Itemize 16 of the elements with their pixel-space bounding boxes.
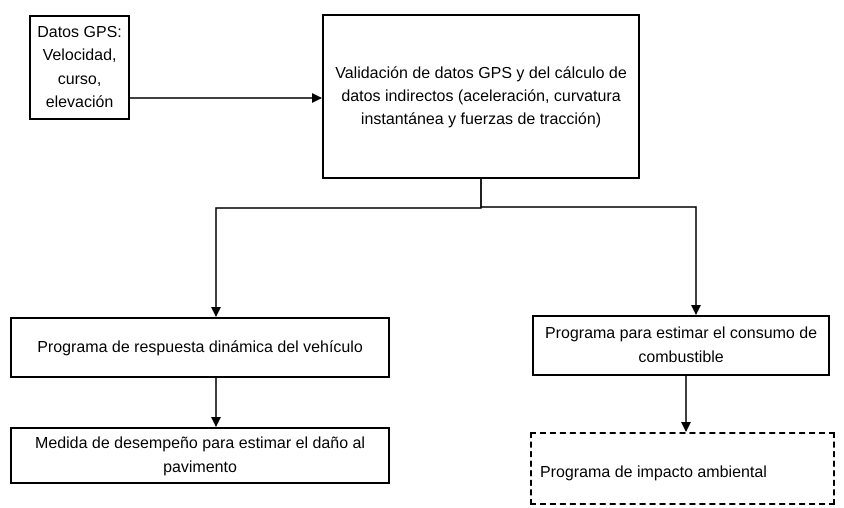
- box-text: Medida de desempeño para estimar el daño al pavimento: [34, 434, 366, 478]
- arrow: [681, 376, 691, 432]
- box-text: Validación de datos GPS y del cálculo de datos indirectos (aceleración, curvatura instantánea y fuerzas de tracción): [334, 64, 628, 130]
- process-box: [10, 317, 390, 378]
- arrow: [211, 378, 221, 427]
- process-box: [10, 427, 390, 484]
- box-text: Programa de respuesta dinámica del vehículo: [37, 338, 363, 358]
- process-box: [532, 315, 830, 376]
- process-box: [29, 15, 130, 120]
- box-text: Programa de impacto ambiental: [540, 462, 767, 483]
- box-text: Datos GPS: Velocidad, curso, elevación: [36, 23, 123, 113]
- arrow: [130, 93, 322, 103]
- box-text: Programa para estimar el consumo de combustible: [544, 324, 818, 368]
- process-box: [322, 14, 640, 179]
- arrow: [480, 179, 701, 315]
- dashed-process-box: [530, 432, 835, 505]
